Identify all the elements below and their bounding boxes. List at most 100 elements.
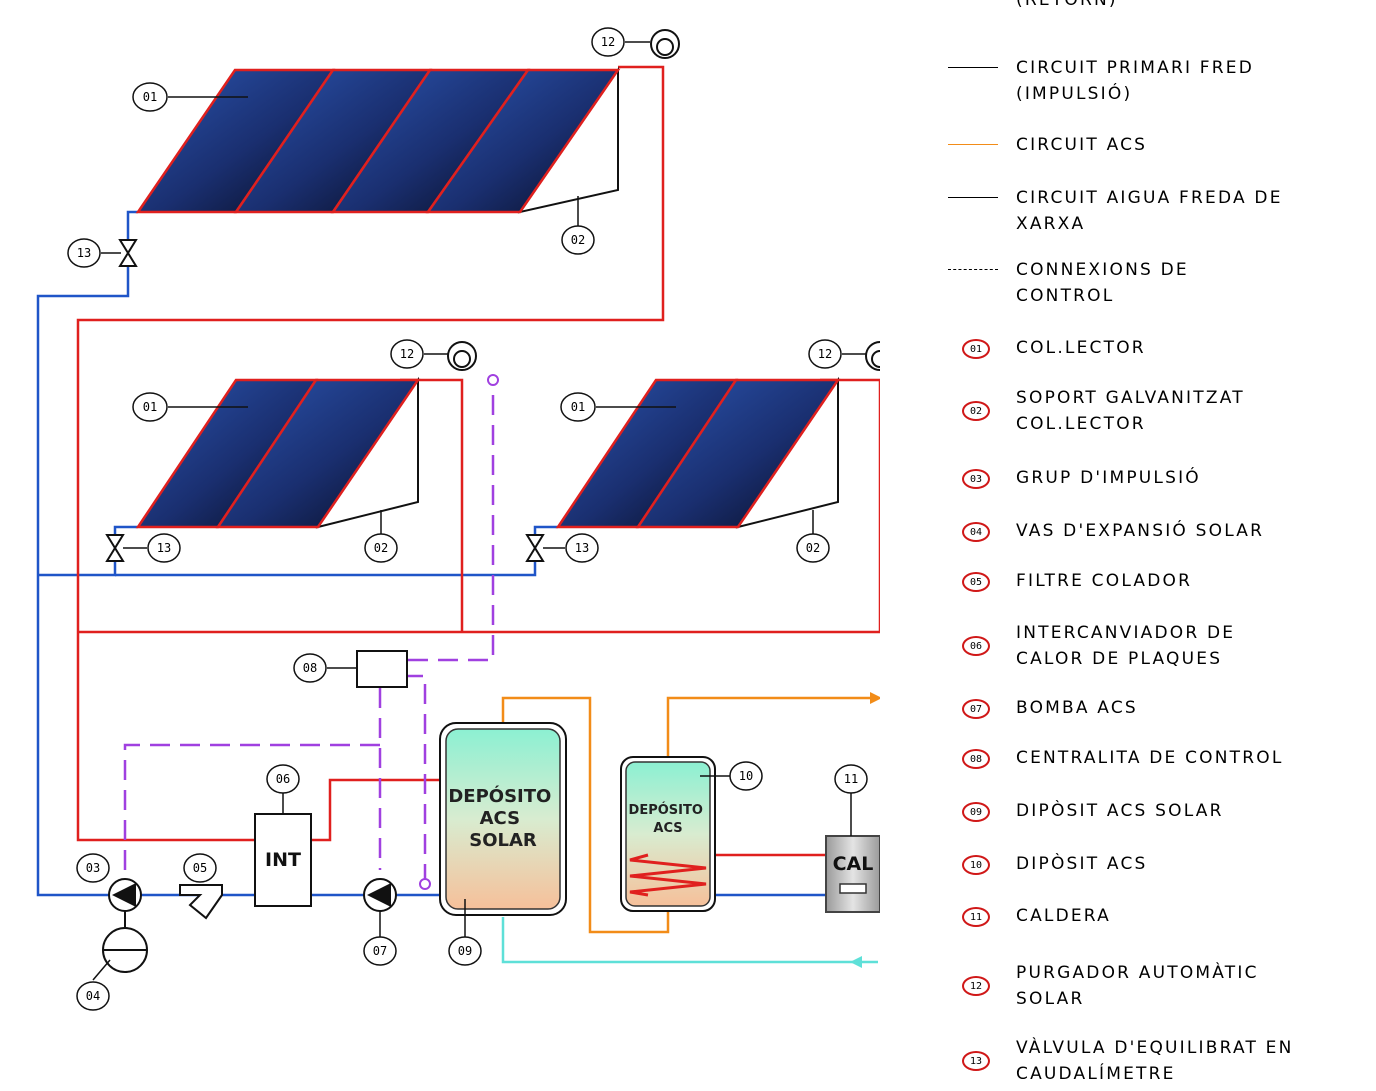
legend-number-badge: 03: [962, 469, 990, 489]
tag-pump-group: 03: [76, 853, 110, 883]
svg-text:02: 02: [806, 541, 820, 555]
tag-valve: 13: [543, 533, 599, 563]
legend-number-badge: 01: [962, 339, 990, 359]
legend-line-swatch: [948, 144, 998, 145]
legend-component-item: 02 SOPORT GALVANITZAT COL.LECTOR: [940, 385, 1376, 441]
legend-number-badge: 02: [962, 401, 990, 421]
legend-number-badge: 12: [962, 976, 990, 996]
legend-component-label: CALDERA: [1016, 906, 1111, 926]
svg-text:12: 12: [400, 347, 414, 361]
strainer-filter: [179, 884, 223, 920]
boiler-label: CAL: [833, 853, 874, 875]
tag-solar-tank: 09: [448, 899, 482, 966]
tag-pump-acs: 07: [363, 911, 397, 966]
legend-component-label: VÀLVULA D'EQUILIBRAT EN CAUDALÍMETRE: [1016, 1038, 1294, 1084]
svg-text:11: 11: [844, 772, 858, 786]
legend-line-item: (RETORN): [940, 0, 1376, 43]
tag-valve: 13: [123, 533, 181, 563]
legend-line-item: CIRCUIT AIGUA FREDA DE XARXA: [940, 185, 1376, 241]
svg-text:10: 10: [739, 769, 753, 783]
legend-component-label: GRUP D'IMPULSIÓ: [1016, 468, 1201, 488]
tag-support: 02: [796, 510, 830, 563]
legend-number-badge: 11: [962, 907, 990, 927]
svg-text:06: 06: [276, 772, 290, 786]
legend-line-swatch: [948, 269, 998, 270]
svg-text:12: 12: [601, 35, 615, 49]
svg-text:13: 13: [157, 541, 171, 555]
solar-tank-label: DEPÓSITO ACS SOLAR: [448, 785, 557, 851]
legend: (RETORN) CIRCUIT PRIMARI FRED (IMPULSIÓ) C…: [940, 0, 1376, 1089]
tag-collector: 01: [560, 392, 676, 422]
balancing-valve: [105, 239, 545, 562]
collector-array-top: [135, 66, 621, 214]
tag-expansion: 04: [76, 959, 111, 1011]
acs-pipes: [501, 692, 880, 934]
legend-line-label: CIRCUIT PRIMARI FRED (IMPULSIÓ): [1016, 58, 1254, 104]
legend-component-label: COL.LECTOR: [1016, 338, 1146, 358]
legend-line-item: CIRCUIT PRIMARI FRED (IMPULSIÓ): [940, 55, 1376, 111]
expansion-vessel: [102, 911, 148, 973]
legend-line-swatch: [948, 67, 998, 68]
svg-text:09: 09: [458, 944, 472, 958]
legend-component-label: BOMBA ACS: [1016, 698, 1138, 718]
legend-component-label: PURGADOR AUTOMÀTIC SOLAR: [1016, 963, 1259, 1009]
tag-acs-tank: 10: [700, 761, 763, 791]
legend-line-item: CONNEXIONS DE CONTROL: [940, 257, 1376, 313]
tag-purger: 12: [390, 339, 448, 369]
heat-exchanger: INT: [254, 813, 312, 907]
boiler: CAL: [825, 835, 880, 913]
legend-component-item: 03 GRUP D'IMPULSIÓ: [940, 465, 1376, 521]
legend-component-label: CENTRALITA DE CONTROL: [1016, 748, 1284, 768]
legend-number-badge: 05: [962, 572, 990, 592]
control-sensor-node: [487, 374, 499, 386]
tag-exchanger: 06: [266, 764, 300, 814]
tag-support: 02: [364, 510, 398, 563]
solar-circuit-diagram: INT DEPÓSITO ACS SOLAR DEPÓSITO ACS: [36, 27, 880, 1011]
legend-line-label: (RETORN): [1016, 0, 1118, 10]
acs-tank-label: DEPÓSITO ACS: [629, 802, 708, 836]
legend-number-badge: 06: [962, 636, 990, 656]
control-unit: [356, 650, 408, 688]
svg-text:13: 13: [575, 541, 589, 555]
tag-valve: 13: [67, 238, 121, 268]
legend-component-item: 12 PURGADOR AUTOMÀTIC SOLAR: [940, 960, 1376, 1016]
tag-collector: 01: [132, 82, 248, 112]
legend-number-badge: 10: [962, 855, 990, 875]
control-lines: [123, 385, 495, 882]
svg-text:04: 04: [86, 989, 100, 1003]
air-purger: [447, 29, 880, 371]
legend-component-label: DIPÒSIT ACS: [1016, 854, 1148, 874]
svg-text:12: 12: [818, 347, 832, 361]
legend-line-label: CIRCUIT AIGUA FREDA DE XARXA: [1016, 188, 1283, 234]
legend-component-item: 10 DIPÒSIT ACS: [940, 851, 1376, 907]
legend-component-label: SOPORT GALVANITZAT COL.LECTOR: [1016, 388, 1245, 434]
legend-number-badge: 09: [962, 802, 990, 822]
coil-hot: [629, 853, 707, 897]
legend-line-label: CIRCUIT ACS: [1016, 135, 1148, 155]
legend-line-swatch: [948, 197, 998, 198]
legend-number-badge: 13: [962, 1051, 990, 1071]
svg-text:02: 02: [374, 541, 388, 555]
svg-text:01: 01: [571, 400, 585, 414]
svg-text:07: 07: [373, 944, 387, 958]
legend-component-label: VAS D'EXPANSIÓ SOLAR: [1016, 521, 1265, 541]
tag-boiler: 11: [834, 764, 868, 836]
pump-group: [108, 878, 142, 912]
svg-text:13: 13: [77, 246, 91, 260]
svg-text:01: 01: [143, 400, 157, 414]
collector-array-right: [555, 376, 841, 529]
svg-text:05: 05: [193, 861, 207, 875]
legend-component-label: INTERCANVIADOR DE CALOR DE PLAQUES: [1016, 623, 1236, 669]
mains-pipe: [501, 917, 878, 968]
exchanger-label: INT: [265, 849, 301, 871]
control-sensor-node: [419, 878, 431, 890]
acs-tank: DEPÓSITO ACS: [620, 756, 716, 912]
legend-line-label: CONNEXIONS DE CONTROL: [1016, 260, 1189, 306]
tag-filter: 05: [183, 853, 217, 883]
svg-text:03: 03: [86, 861, 100, 875]
legend-component-label: FILTRE COLADOR: [1016, 571, 1193, 591]
